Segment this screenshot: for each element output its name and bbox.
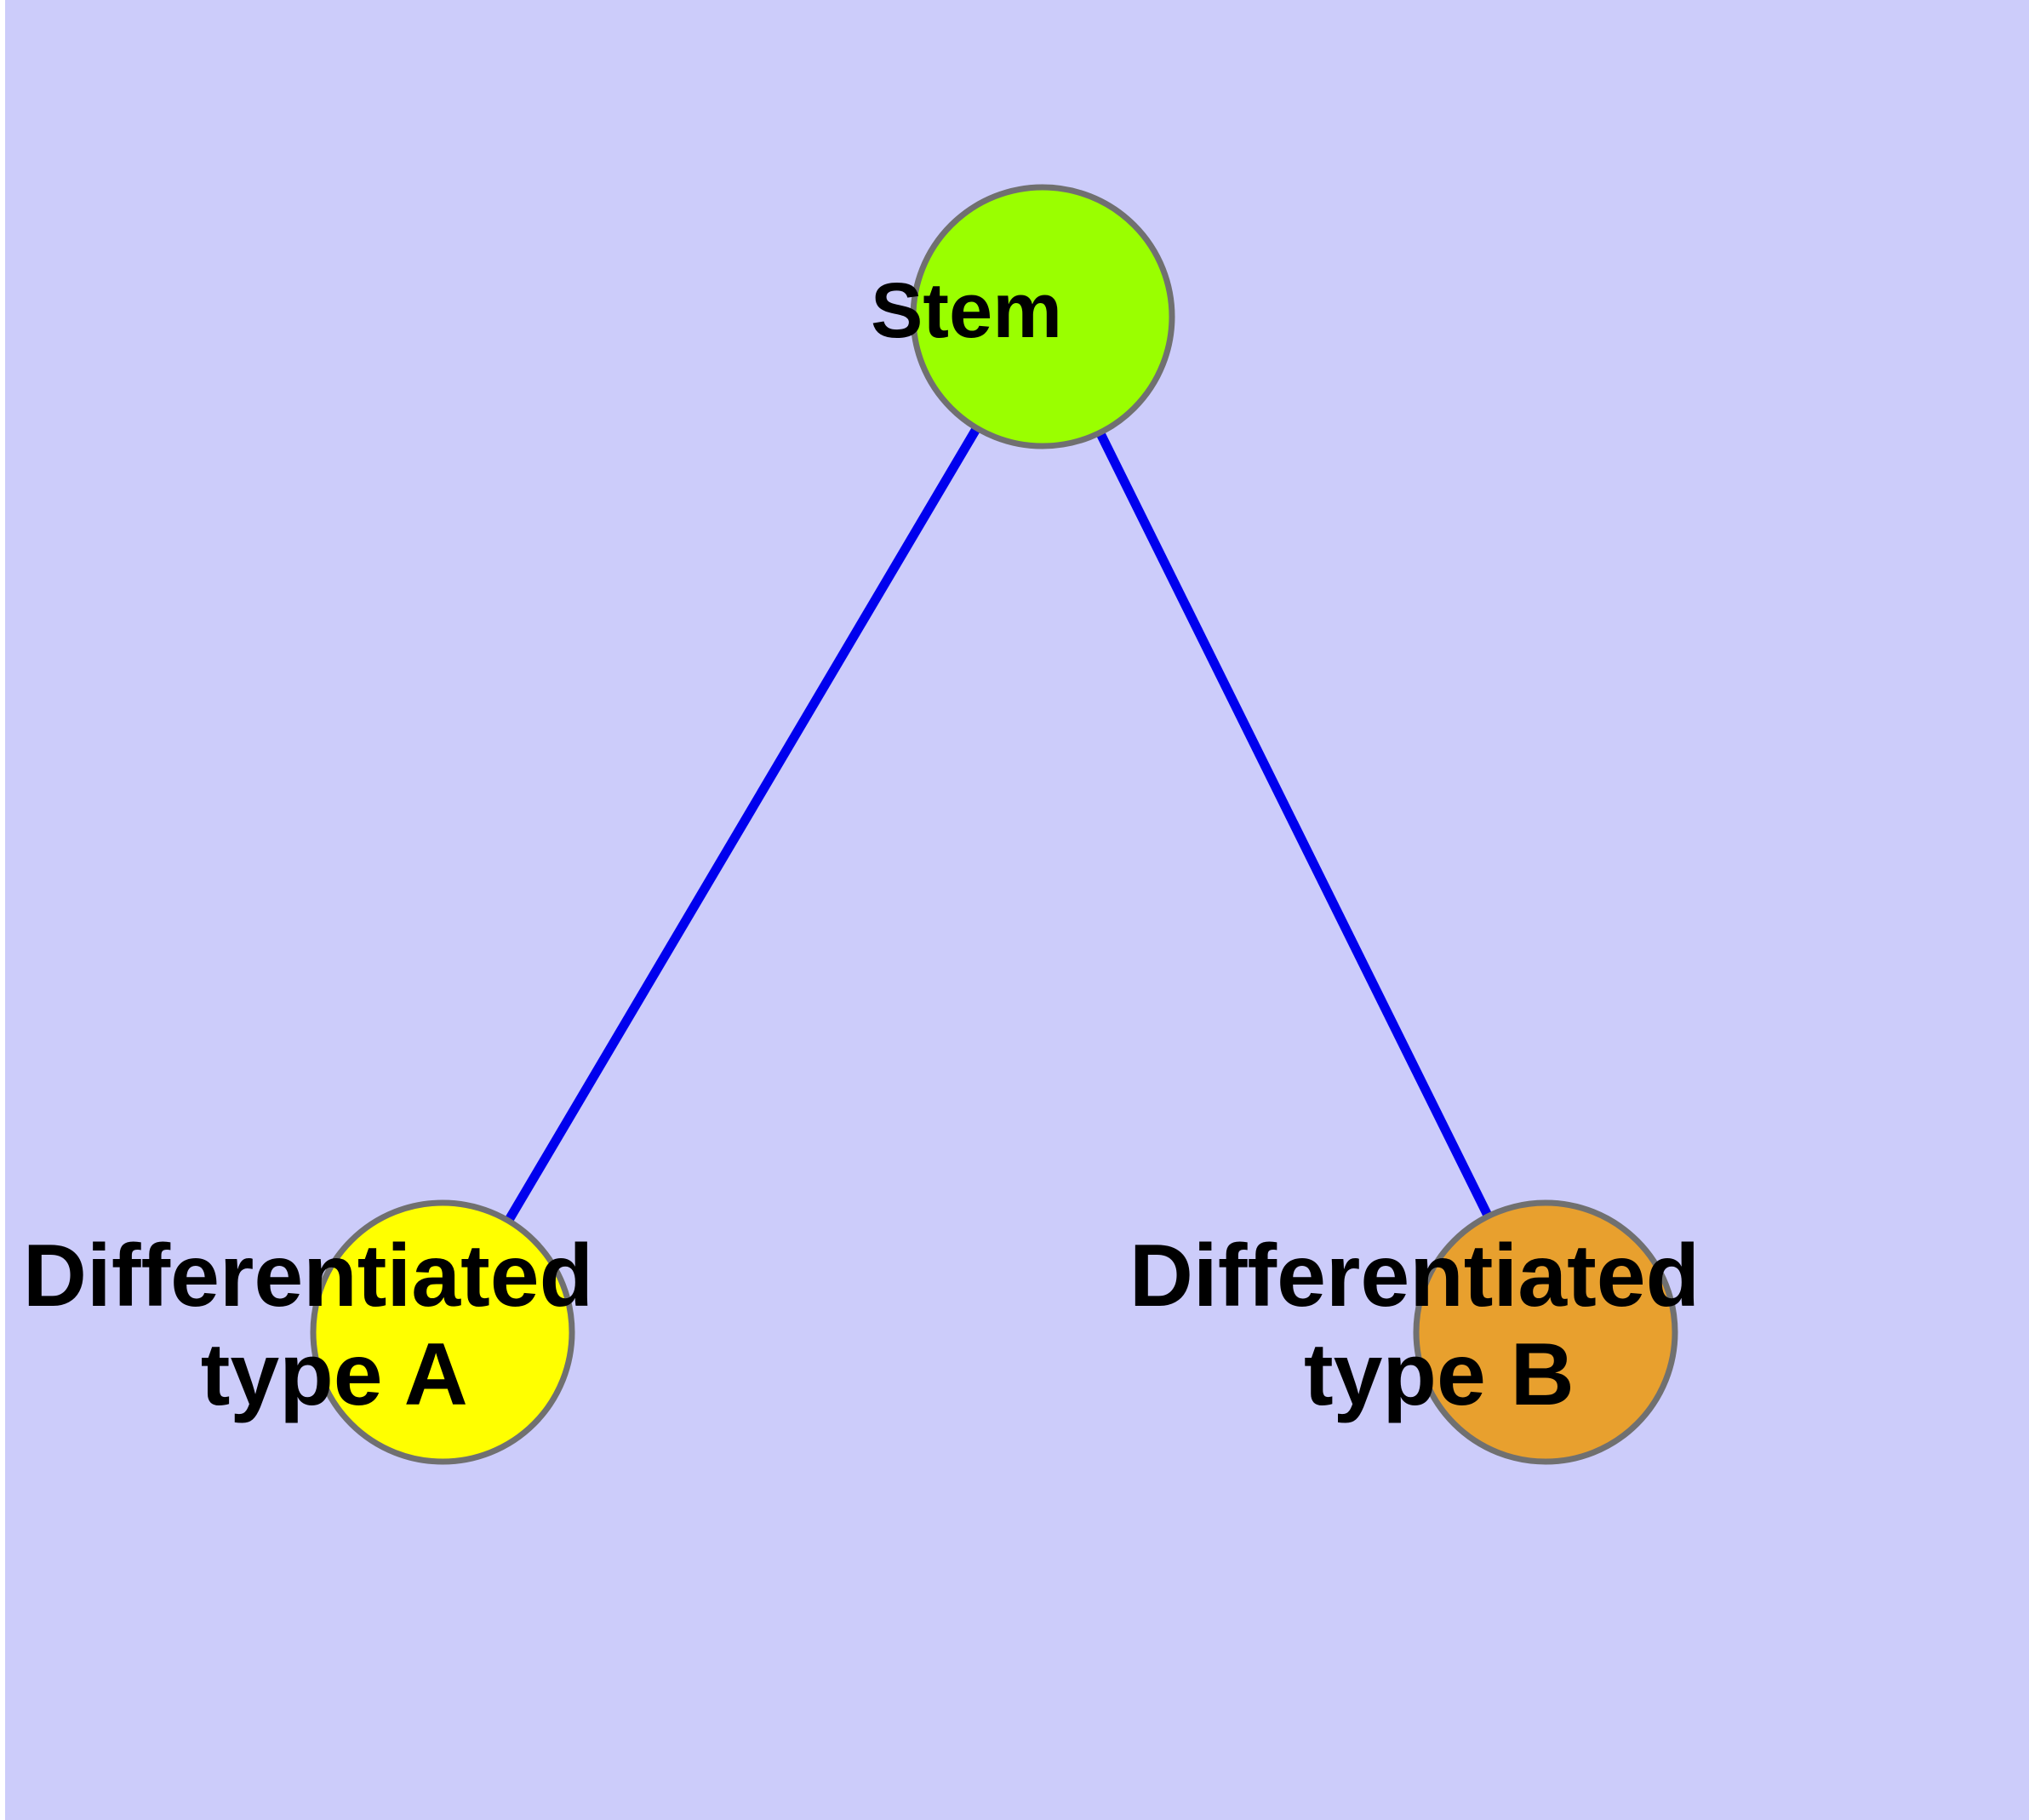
node-label-differentiated-type-a-line1: Differentiated <box>23 1227 593 1325</box>
node-label-differentiated-type-b-line1: Differentiated <box>1129 1227 1700 1325</box>
node-label-differentiated-type-b-line2: type B <box>1304 1325 1575 1424</box>
node-differentiated-type-b[interactable] <box>1413 1199 1678 1465</box>
node-label-stem: Stem <box>871 267 1215 354</box>
node-label-differentiated-type-b: Differentiated type B <box>1129 1227 1921 1424</box>
node-label-stem-line1: Stem <box>871 267 1062 354</box>
node-stem[interactable] <box>910 184 1175 449</box>
node-layer <box>310 184 1678 1465</box>
edge-layer <box>438 314 1550 1335</box>
node-label-differentiated-type-a-line2: type A <box>201 1325 466 1424</box>
edge-stem-to-differentiated-type-a[interactable] <box>438 314 1047 1335</box>
edge-stem-to-differentiated-type-b[interactable] <box>1038 314 1550 1335</box>
node-differentiated-type-a[interactable] <box>310 1199 575 1465</box>
label-layer: Stem Differentiated type A Differentiate… <box>23 267 1921 1424</box>
node-label-differentiated-type-a: Differentiated type A <box>23 1227 814 1424</box>
